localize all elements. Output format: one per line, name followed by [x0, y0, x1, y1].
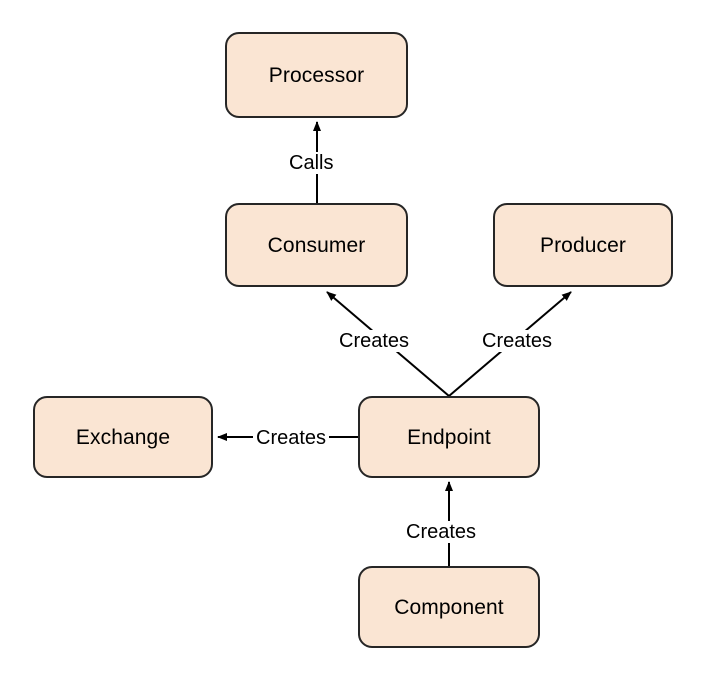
- edge-label-creates-consumer: Creates: [336, 330, 413, 352]
- edge-label-creates-exchange: Creates: [253, 427, 330, 449]
- node-producer[interactable]: Producer: [493, 203, 673, 287]
- node-processor[interactable]: Processor: [225, 32, 408, 118]
- node-producer-label: Producer: [539, 233, 626, 257]
- edge-label-creates-endpoint: Creates: [403, 521, 480, 543]
- node-component-label: Component: [394, 595, 504, 619]
- node-exchange[interactable]: Exchange: [33, 396, 213, 478]
- node-consumer-label: Consumer: [267, 233, 366, 257]
- edge-label-creates-producer: Creates: [479, 330, 556, 352]
- node-exchange-label: Exchange: [75, 425, 171, 449]
- node-processor-label: Processor: [268, 63, 365, 87]
- node-endpoint[interactable]: Endpoint: [358, 396, 540, 478]
- node-endpoint-label: Endpoint: [407, 425, 491, 449]
- edge-label-calls: Calls: [286, 152, 337, 174]
- node-consumer[interactable]: Consumer: [225, 203, 408, 287]
- node-component[interactable]: Component: [358, 566, 540, 648]
